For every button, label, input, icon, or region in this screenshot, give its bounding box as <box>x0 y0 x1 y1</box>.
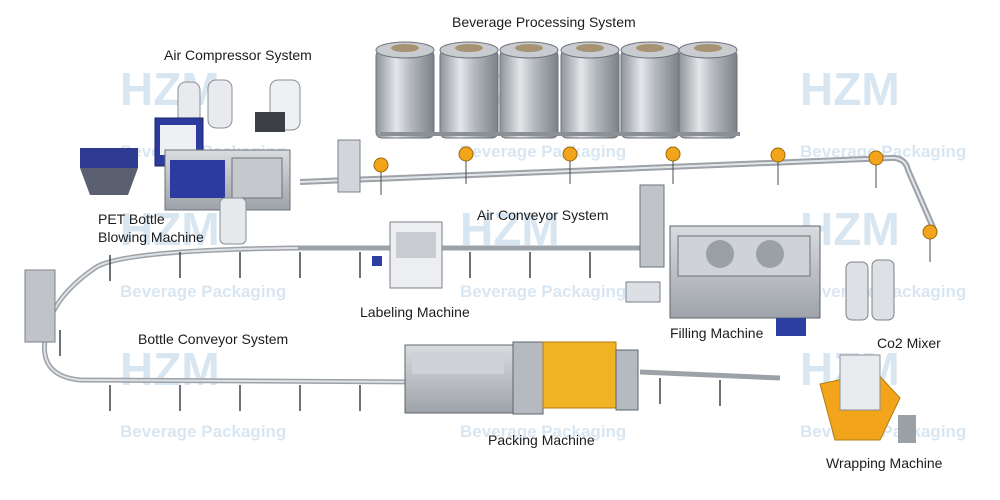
conveyor-supports <box>59 252 721 411</box>
watermark-tagline: Beverage Packaging <box>460 282 626 301</box>
air-conveyor-fans <box>373 146 938 262</box>
filling-machine <box>625 184 821 336</box>
label-pet-bottle-line2: Blowing Machine <box>98 229 204 245</box>
watermark-tagline: Beverage Packaging <box>800 142 966 161</box>
packing-machine <box>404 341 639 415</box>
tank-6 <box>678 41 738 139</box>
tank-2 <box>439 41 499 139</box>
pet-bottle-blowing-machine <box>80 117 291 245</box>
labeling-machine <box>372 221 443 289</box>
air-fan <box>665 146 681 162</box>
watermark-logo: HZM <box>120 63 220 115</box>
air-compressor-units <box>177 79 301 132</box>
label-beverage-processing-system: Beverage Processing System <box>452 14 636 30</box>
label-air-compressor-system: Air Compressor System <box>164 47 312 63</box>
co2-mixer <box>845 259 895 321</box>
tank-5 <box>620 41 680 139</box>
air-conveyor <box>299 139 938 262</box>
air-fan <box>922 224 938 240</box>
tank-3 <box>499 41 559 139</box>
watermark-logo: HZM <box>120 343 220 395</box>
label-labeling-machine: Labeling Machine <box>360 304 470 320</box>
air-fan <box>770 147 786 163</box>
air-fan <box>562 146 578 162</box>
watermark-tagline: Beverage Packaging <box>120 282 286 301</box>
bottle-conveyor <box>41 245 781 411</box>
tank-1 <box>375 41 435 139</box>
watermark-tagline: Beverage Packaging <box>460 422 626 441</box>
label-bottle-conveyor-system: Bottle Conveyor System <box>138 331 289 347</box>
watermark-logo: HZM <box>800 63 900 115</box>
air-fan <box>868 150 884 166</box>
label-wrapping-machine: Wrapping Machine <box>826 455 943 471</box>
watermark-logo: HZM <box>120 203 220 255</box>
label-air-conveyor-system: Air Conveyor System <box>477 207 609 223</box>
vertical-feeder <box>24 269 56 343</box>
label-co2-mixer: Co2 Mixer <box>877 335 941 351</box>
wrapping-machine <box>819 354 916 443</box>
tank-base-rail <box>380 132 740 136</box>
air-fan <box>458 146 474 162</box>
label-filling-machine: Filling Machine <box>670 325 764 341</box>
watermark-tagline: Beverage Packaging <box>460 142 626 161</box>
beverage-processing-tanks <box>375 41 740 139</box>
watermark-tagline: Beverage Packaging <box>120 422 286 441</box>
label-packing-machine: Packing Machine <box>488 432 595 448</box>
air-fan <box>373 157 389 173</box>
tank-4 <box>560 41 620 139</box>
label-pet-bottle-line1: PET Bottle <box>98 211 165 227</box>
